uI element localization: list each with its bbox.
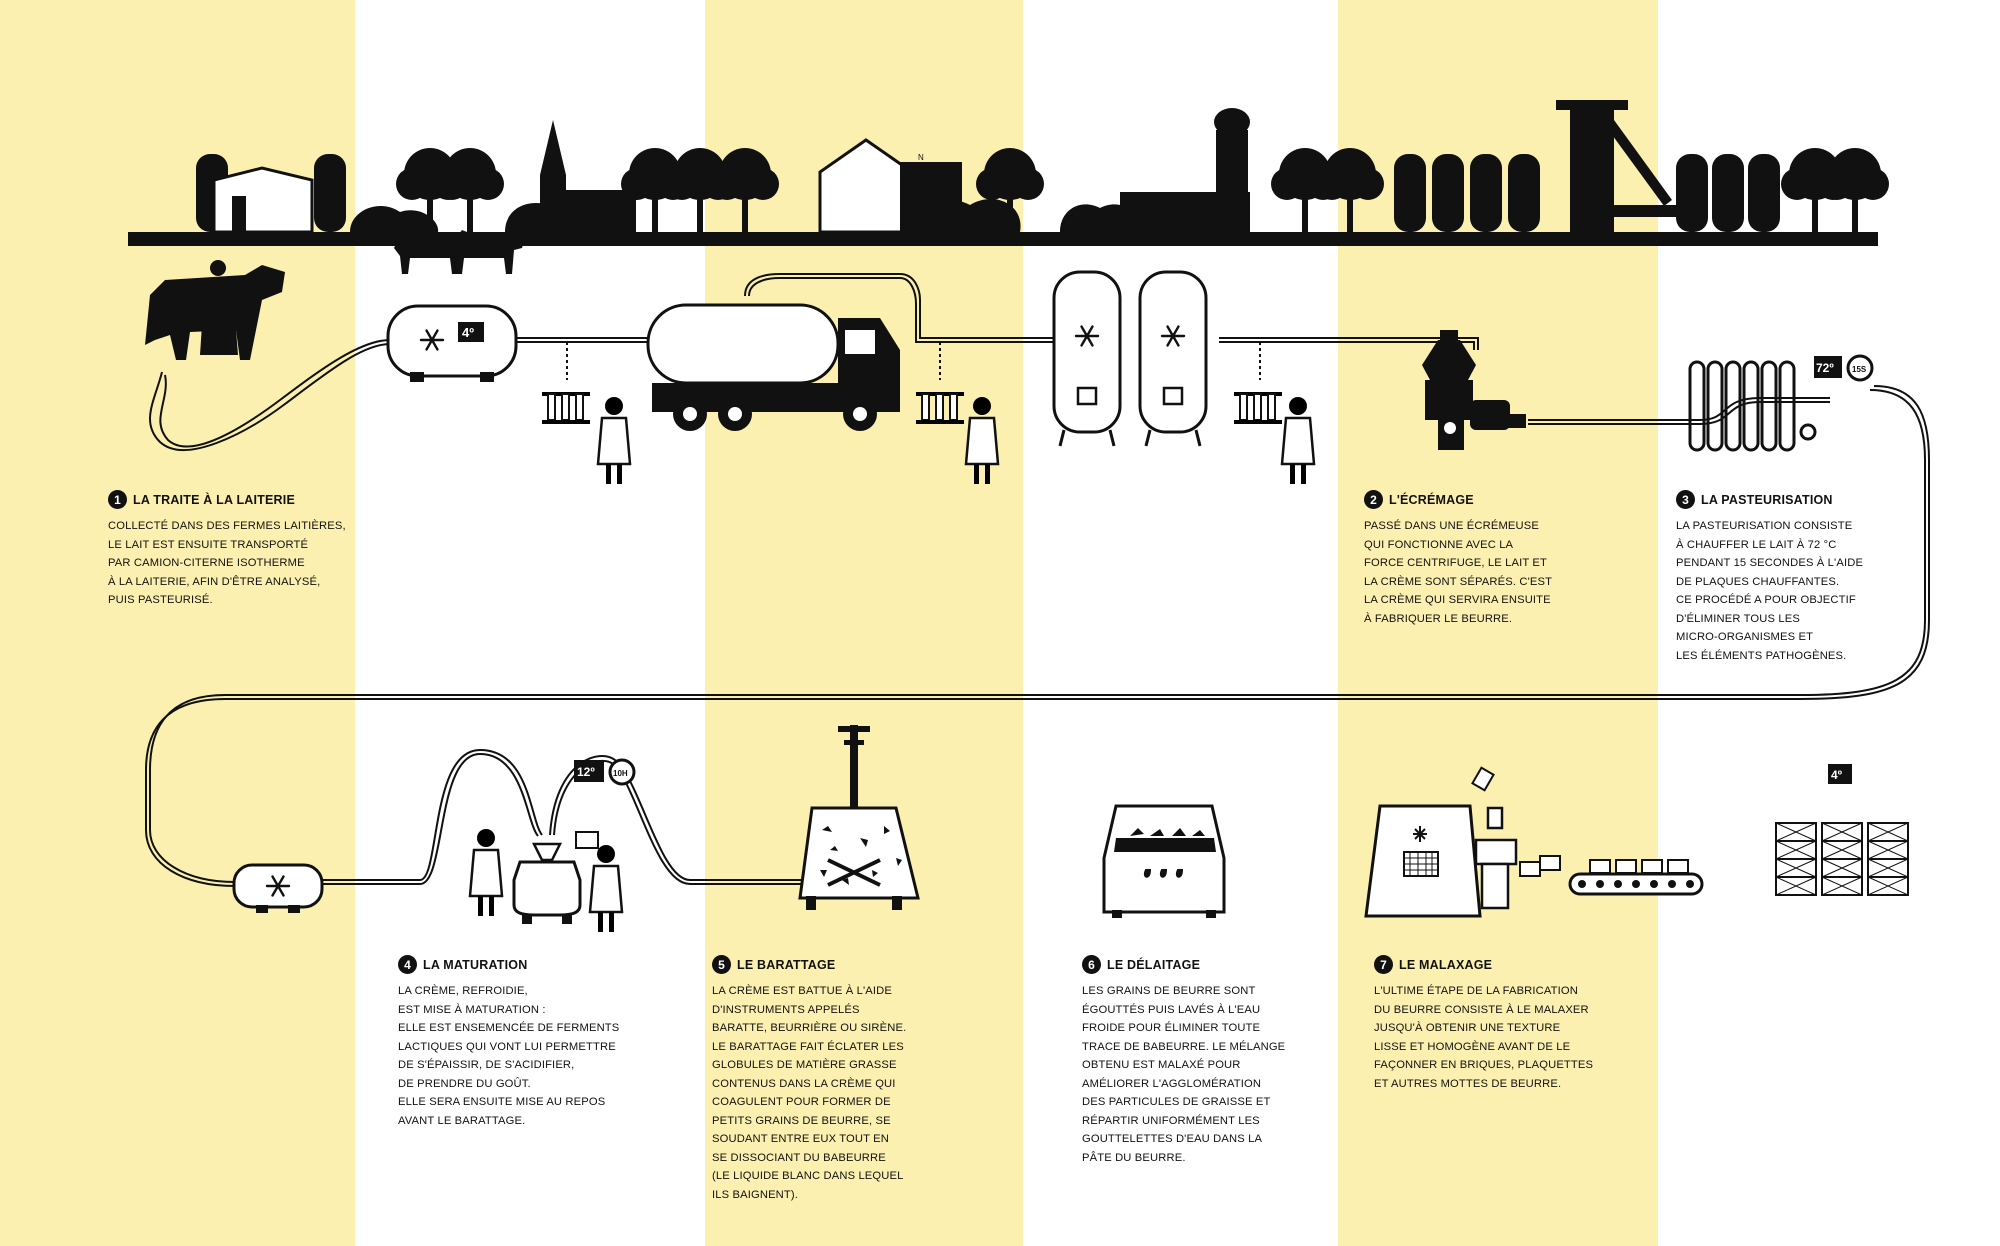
step-description: LA CRÈME, REFROIDIE,EST MISE À MATURATIO…: [398, 985, 620, 1127]
packaging-temperature: 4º: [1831, 768, 1843, 782]
cold-storage-tanks: [1052, 270, 1208, 447]
storage-temperature: 4º: [462, 325, 474, 340]
step-4-maturation: 4 LA MATURATION LA CRÈME, REFROIDIE,EST M…: [398, 955, 619, 1130]
maturation-duration: 10H: [613, 769, 628, 778]
storage-tank: [386, 304, 518, 382]
farm-skyline: [128, 100, 1889, 274]
step-number: 2: [1364, 490, 1383, 509]
step-title: LA TRAITE À LA LAITERIE: [133, 492, 295, 507]
tanker-truck: [646, 303, 900, 431]
analysis-station-3: [1233, 342, 1316, 486]
step-1-milking: 1 LA TRAITE À LA LAITERIE COLLECTÉ DANS D…: [108, 490, 346, 610]
conveyor-belt: [1568, 859, 1704, 896]
butter-churn: [798, 725, 920, 910]
step-title: LE BARATTAGE: [737, 957, 836, 972]
step-title: L'ÉCRÉMAGE: [1389, 492, 1474, 507]
step-3-pasteurisation: 3 LA PASTEURISATION LA PASTEURISATION CON…: [1676, 490, 1863, 665]
cooling-tank: [232, 863, 324, 913]
step-description: COLLECTÉ DANS DES FERMES LAITIÈRES,LE LA…: [108, 520, 346, 606]
step-number: 7: [1374, 955, 1393, 974]
step-title: LA PASTEURISATION: [1701, 492, 1833, 507]
step-title: LE DÉLAITAGE: [1107, 957, 1201, 972]
timer-icon: [608, 758, 636, 786]
step-number: 6: [1082, 955, 1101, 974]
step-7-kneading: 7 LE MALAXAGE L'ULTIME ÉTAPE DE LA FABRIC…: [1374, 955, 1593, 1093]
pasteurisation-duration: 15S: [1852, 365, 1867, 374]
pasteurisation-temperature-badge: [1814, 356, 1842, 378]
step-number: 5: [712, 955, 731, 974]
step-number: 4: [398, 955, 417, 974]
maturation-vat: [468, 827, 624, 934]
butter-packs: [1775, 822, 1909, 896]
cream-separator: [1422, 330, 1526, 450]
step-5-churning: 5 LE BARATTAGE LA CRÈME EST BATTUE À L'AI…: [712, 955, 906, 1204]
kneading-machine: [1364, 766, 1561, 918]
step-number: 3: [1676, 490, 1695, 509]
step-title: LA MATURATION: [423, 957, 528, 972]
timer-icon: [1846, 354, 1874, 382]
analysis-station-2: [915, 342, 1000, 486]
pipes-upper: [145, 273, 1930, 887]
step-number: 1: [108, 490, 127, 509]
compass-label: N: [918, 153, 924, 162]
milking-scene: [145, 260, 285, 360]
washing-tub: [1102, 804, 1226, 918]
analysis-station-1: [541, 342, 632, 486]
pasteurisation-temperature: 72º: [1816, 361, 1834, 375]
pasteurizer-plates: [1688, 360, 1817, 452]
maturation-temperature-badge: [574, 760, 604, 782]
step-title: LE MALAXAGE: [1399, 957, 1493, 972]
packaging-temperature-badge: [1828, 764, 1852, 784]
maturation-temperature: 12º: [577, 765, 595, 779]
